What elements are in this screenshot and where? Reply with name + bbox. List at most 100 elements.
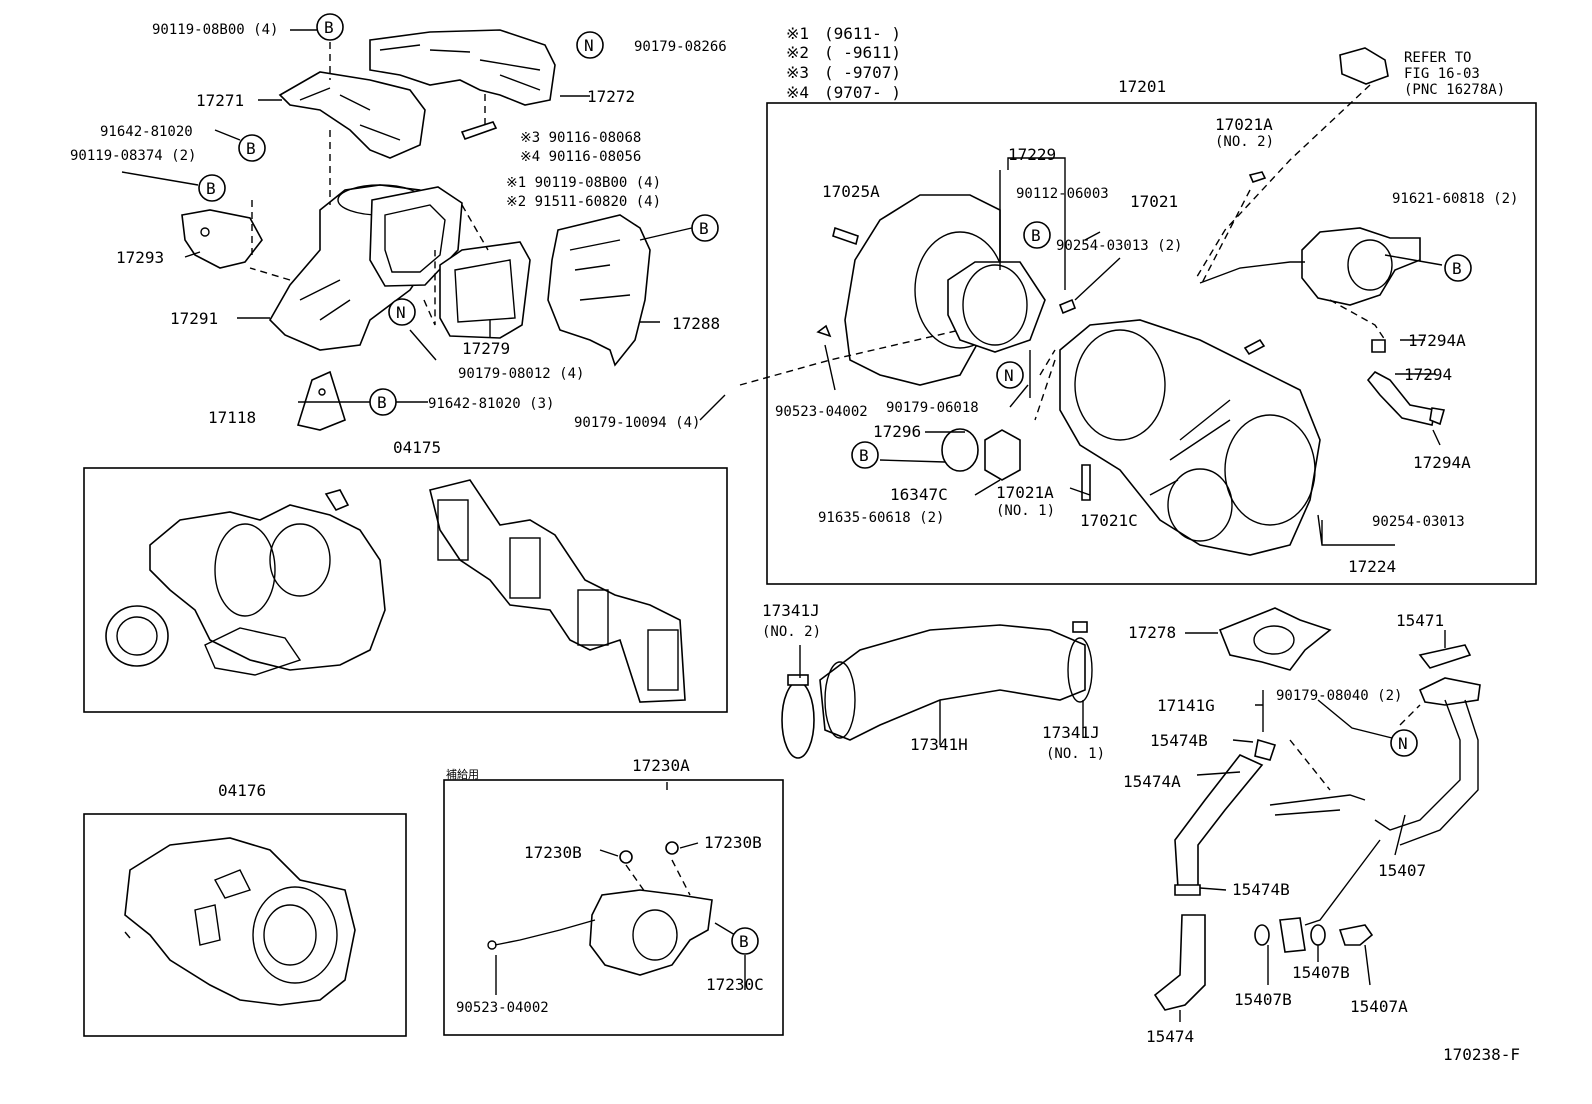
gasket-17279 <box>439 241 531 339</box>
part-label: 04176 <box>218 781 266 800</box>
gasket-set-04175 <box>429 479 686 703</box>
part-label: 15474B <box>1150 731 1208 750</box>
kanji-label: 補給用 <box>446 767 479 781</box>
refer-line-3: (PNC 16278A) <box>1404 82 1505 98</box>
version-notes: ※1 (9611- ) ※2 ( -9611) ※3 ( -9707) ※4 (… <box>786 24 901 102</box>
refer-line-2: FIG 16-03 <box>1404 66 1480 82</box>
part-label: 17291 <box>170 309 218 328</box>
part-label: 17021A <box>996 483 1054 502</box>
part-label: 90179-08012 (4) <box>458 366 584 382</box>
part-label: ※1 90119-08B00 (4) <box>506 175 661 191</box>
marker-b: B <box>1031 226 1041 245</box>
part-label: 17229 <box>1008 145 1056 164</box>
turbo-body-17021 <box>1059 319 1321 556</box>
part-label: 90119-08B00 (4) <box>152 22 278 38</box>
part-label: 17201 <box>1118 77 1166 96</box>
marker-b: B <box>859 446 869 465</box>
part-label: (NO. 1) <box>996 503 1055 519</box>
gaskets-17296 <box>816 171 1267 501</box>
part-label: 90523-04002 <box>775 404 868 420</box>
part-label: 17230C <box>706 975 764 994</box>
part-label: 17279 <box>462 339 510 358</box>
circle-markers: B N B B B N B B B N B N B <box>198 13 1472 955</box>
part-label: 17118 <box>208 408 256 427</box>
marker-n: N <box>1004 366 1014 385</box>
part-labels: 90119-08B00 (4) 90179-08266 17271 17272 … <box>70 22 1518 1046</box>
refer-note: REFER TO FIG 16-03 (PNC 16278A) <box>1404 50 1505 98</box>
part-label: 17341J <box>1042 723 1100 742</box>
part-label: 91642-81020 <box>100 124 193 140</box>
marker-b: B <box>739 932 749 951</box>
footer-id: 170238-F <box>1443 1045 1520 1064</box>
marker-b: B <box>377 393 387 412</box>
part-label: 17294 <box>1404 365 1452 384</box>
marker-n: N <box>584 36 594 55</box>
part-label: 17341J <box>762 601 820 620</box>
part-label: 17141G <box>1157 696 1215 715</box>
marker-b: B <box>246 139 256 158</box>
marker-b: B <box>206 179 216 198</box>
note-text-4: (9707- ) <box>824 83 901 102</box>
marker-n: N <box>1398 734 1408 753</box>
part-label: 90119-08374 (2) <box>70 148 196 164</box>
turbo-assembly-04175 <box>105 489 386 676</box>
marker-b: B <box>1452 259 1462 278</box>
marker-b: B <box>699 219 709 238</box>
part-label: 15407B <box>1292 963 1350 982</box>
part-label: 17230B <box>524 843 582 862</box>
refer-line-1: REFER TO <box>1404 50 1471 66</box>
part-label: 17294A <box>1408 331 1466 350</box>
part-label: ※2 91511-60820 (4) <box>506 194 661 210</box>
marker-b: B <box>324 18 334 37</box>
part-label: 90179-10094 (4) <box>574 415 700 431</box>
part-label: 17021A <box>1215 115 1273 134</box>
note-text-1: (9611- ) <box>824 24 901 43</box>
part-label: (NO. 2) <box>1215 134 1274 150</box>
part-label: 17293 <box>116 248 164 267</box>
part-label: 17230B <box>704 833 762 852</box>
part-label: 17021C <box>1080 511 1138 530</box>
part-label: 15407 <box>1378 861 1426 880</box>
note-text-2: ( -9611) <box>824 43 901 62</box>
part-label: 17272 <box>587 87 635 106</box>
part-label: 15407B <box>1234 990 1292 1009</box>
hose-17294 <box>1366 339 1446 426</box>
box-17201 <box>766 102 1537 585</box>
heat-insulator-17288 <box>547 214 651 367</box>
gasket-refer <box>1339 47 1389 85</box>
part-label: ※3 90116-08068 <box>520 130 641 146</box>
box-17230A <box>443 779 784 1036</box>
part-label: ※4 90116-08056 <box>520 149 641 165</box>
part-label: 15474 <box>1146 1027 1194 1046</box>
part-label: 04175 <box>393 438 441 457</box>
part-label: 17021 <box>1130 192 1178 211</box>
part-label: 90254-03013 <box>1372 514 1465 530</box>
note-mark-1: ※1 <box>786 24 809 43</box>
heat-insulator-17271 <box>278 71 426 159</box>
stud-bolt <box>460 121 498 141</box>
part-label: 15474A <box>1123 772 1181 791</box>
note-mark-4: ※4 <box>786 83 809 102</box>
part-label: 15407A <box>1350 997 1408 1016</box>
part-label: 15471 <box>1396 611 1444 630</box>
marker-n: N <box>396 303 406 322</box>
actuator-17230A <box>487 841 713 976</box>
hose-15474 <box>1153 914 1374 1011</box>
bracket-17118 <box>296 370 346 431</box>
part-label: 91635-60618 (2) <box>818 510 944 526</box>
box-04175 <box>83 467 728 713</box>
part-label: 15474B <box>1232 880 1290 899</box>
part-label: 17230A <box>632 756 690 775</box>
note-text-3: ( -9707) <box>824 63 901 82</box>
part-label: 90112-06003 <box>1016 186 1109 202</box>
turbine-housing-17229 <box>832 194 1046 386</box>
note-mark-3: ※3 <box>786 63 809 82</box>
part-label: 91621-60818 (2) <box>1392 191 1518 207</box>
hose-15474A <box>1174 738 1277 896</box>
part-label: 17025A <box>822 182 880 201</box>
part-label: 90179-08040 (2) <box>1276 688 1402 704</box>
oil-pipe-15407 <box>1269 644 1481 926</box>
part-label: (NO. 1) <box>1046 746 1105 762</box>
gasket-17278 <box>1218 607 1332 671</box>
